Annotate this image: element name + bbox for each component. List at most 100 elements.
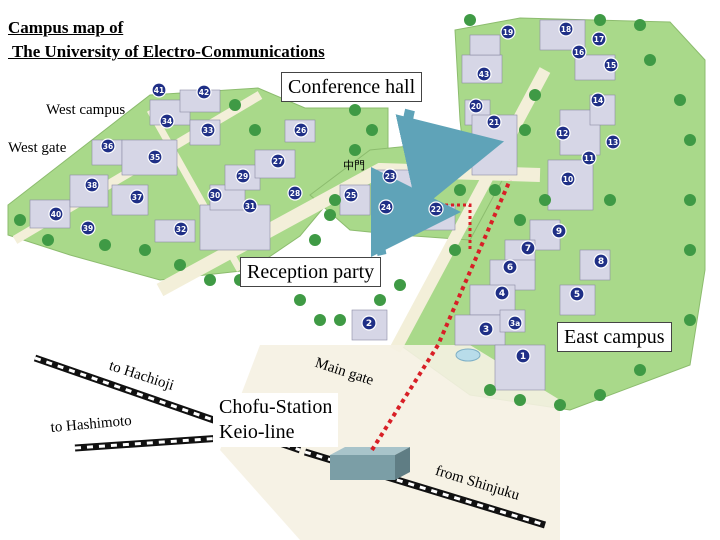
building-marker-11: [581, 150, 597, 166]
building-number-32: 32: [176, 225, 186, 234]
building-marker-15: [603, 57, 619, 73]
building-number-14: 14: [593, 96, 603, 105]
east-campus-label: East campus: [557, 322, 672, 352]
west-campus-label: West campus: [46, 102, 126, 118]
reception-party-callout: Reception party: [240, 257, 382, 287]
building-number-39: 39: [83, 224, 93, 233]
building-marker-3: [478, 321, 494, 337]
building-marker-29: [235, 168, 251, 184]
building-number-22: 22: [431, 205, 441, 214]
building-number-6: 6: [507, 263, 513, 273]
building-marker-21: [486, 114, 502, 130]
building-marker-7: [520, 240, 536, 256]
building-marker-4: [494, 285, 510, 301]
building-number-29: 29: [238, 172, 248, 181]
building-number-15: 15: [606, 61, 616, 70]
building-number-33: 33: [203, 126, 213, 135]
building-marker-27: [270, 153, 286, 169]
building-marker-10: [560, 171, 576, 187]
building-number-38: 38: [87, 181, 97, 190]
building-number-17: 17: [594, 35, 604, 44]
building-marker-40: [48, 206, 64, 222]
building-marker-41: [151, 82, 167, 98]
building-marker-26: [293, 122, 309, 138]
building-marker-1: [515, 348, 531, 364]
building-number-12: 12: [558, 129, 568, 138]
reception-arrow: [370, 167, 461, 258]
building-number-24: 24: [381, 203, 391, 212]
building-number-21: 21: [489, 118, 499, 127]
map-title-line1: Campus map of: [8, 18, 124, 37]
building-marker-19: [500, 24, 516, 40]
building-number-34: 34: [162, 117, 172, 126]
building-number-13: 13: [608, 138, 618, 147]
building-marker-12: [555, 125, 571, 141]
building-number-10: 10: [563, 175, 573, 184]
building-number-43: 43: [479, 70, 489, 79]
building-number-37: 37: [132, 193, 142, 202]
building-marker-6: [502, 259, 518, 275]
building-number-25: 25: [346, 191, 356, 200]
building-number-18: 18: [561, 25, 571, 34]
building-marker-20: [468, 98, 484, 114]
map-title-line2: The University of Electro-Communications: [8, 42, 325, 61]
building-marker-17: [591, 31, 607, 47]
building-marker-14: [590, 92, 606, 108]
building-marker-42: [196, 84, 212, 100]
building-number-7: 7: [525, 244, 531, 254]
building-number-26: 26: [296, 126, 306, 135]
building-number-27: 27: [273, 157, 283, 166]
pond: [455, 348, 481, 362]
building-number-30: 30: [210, 191, 220, 200]
building-marker-18: [558, 21, 574, 37]
building-marker-32: [173, 221, 189, 237]
building-number-4: 4: [499, 289, 505, 299]
building-marker-9: [551, 223, 567, 239]
building-marker-30: [207, 187, 223, 203]
building-number-3: 3: [483, 325, 489, 335]
building-number-3a: 3a: [510, 319, 520, 328]
building-marker-38: [84, 177, 100, 193]
building-marker-25: [343, 187, 359, 203]
building-number-2: 2: [366, 319, 372, 329]
building-number-20: 20: [471, 102, 481, 111]
building-number-40: 40: [51, 210, 61, 219]
building-marker-16: [571, 44, 587, 60]
building-marker-33: [200, 122, 216, 138]
building-marker-36: [100, 138, 116, 154]
west-gate-label: West gate: [8, 140, 67, 156]
conference-hall-callout: Conference hall: [281, 72, 423, 102]
building-marker-28: [287, 185, 303, 201]
building-number-28: 28: [290, 189, 300, 198]
building-marker-23: [382, 168, 398, 184]
route-path: [370, 179, 512, 452]
building-marker-39: [80, 220, 96, 236]
station-line-name: Keio-line: [219, 421, 295, 443]
building-marker-22: [428, 201, 444, 217]
building-marker-34: [159, 113, 175, 129]
building-number-5: 5: [574, 290, 580, 300]
building-number-11: 11: [584, 154, 594, 163]
building-number-41: 41: [154, 86, 164, 95]
building-number-31: 31: [245, 202, 255, 211]
building-number-19: 19: [503, 28, 513, 37]
building-number-1: 1: [520, 352, 526, 362]
conference-arrow: [395, 108, 505, 212]
building-marker-37: [129, 189, 145, 205]
building-marker-2: [361, 315, 377, 331]
building-marker-43: [476, 66, 492, 82]
building-marker-3a: [507, 315, 523, 331]
building-number-9: 9: [556, 227, 562, 237]
building-number-16: 16: [574, 48, 584, 57]
middle-gate-label: 中門: [343, 159, 365, 172]
building-marker-31: [242, 198, 258, 214]
building-marker-24: [378, 199, 394, 215]
building-number-36: 36: [103, 142, 113, 151]
building-number-42: 42: [199, 88, 209, 97]
building-number-8: 8: [598, 257, 604, 267]
station-callout: Chofu-Station Keio-line: [213, 393, 339, 447]
building-number-35: 35: [150, 153, 160, 162]
chofu-station-building: [330, 447, 410, 480]
